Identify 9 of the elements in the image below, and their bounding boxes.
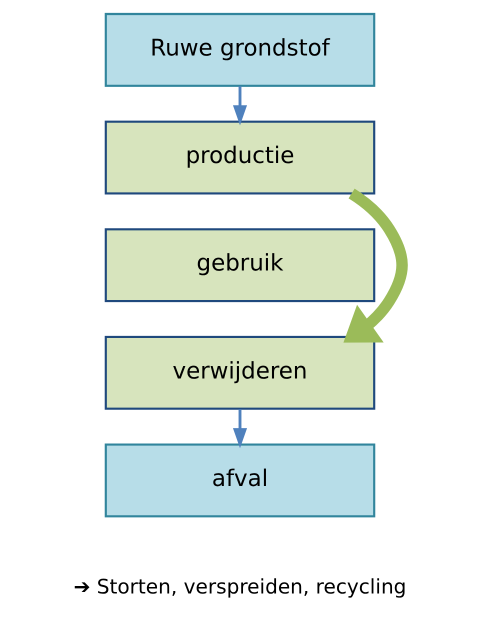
node-box: productie [104, 120, 376, 194]
arrow [232, 86, 248, 126]
node-box: Ruwe grondstof [104, 12, 376, 87]
arrow [232, 409, 248, 448]
node-box: afval [104, 444, 376, 518]
node-box: gebruik [104, 228, 376, 302]
label: ➔ Storten, verspreiden, recycling [74, 574, 406, 598]
node-box: verwijderen [104, 336, 376, 410]
arrow [343, 188, 408, 343]
